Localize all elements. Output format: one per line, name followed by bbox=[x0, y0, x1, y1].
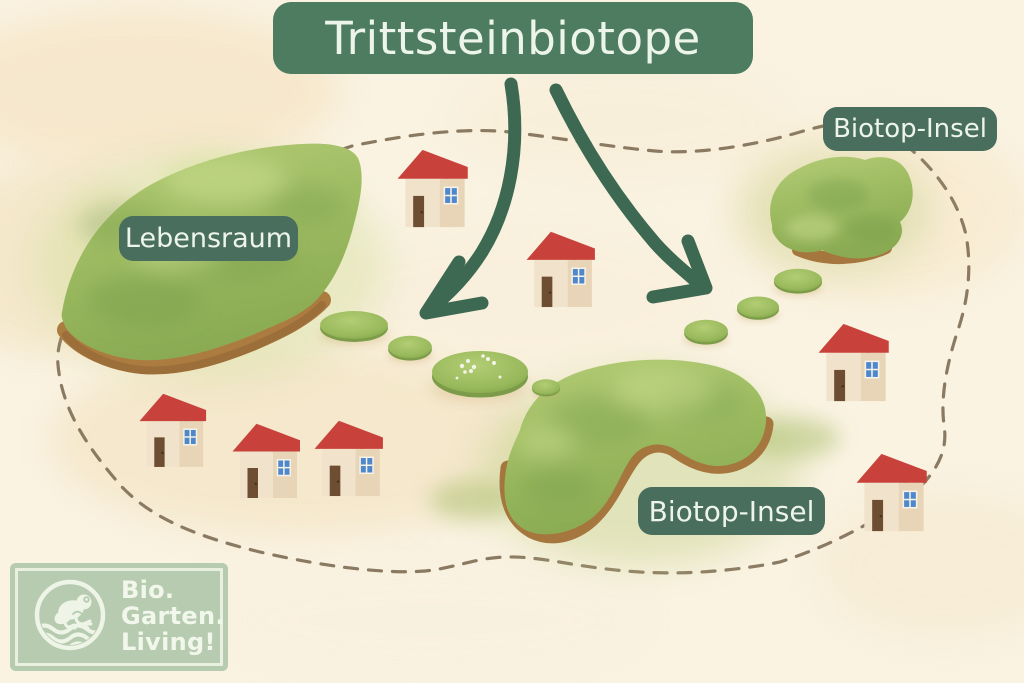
stepping-stone bbox=[774, 269, 822, 295]
logo-text: Bio. Garten. Living! bbox=[121, 576, 225, 656]
stepping-stone bbox=[432, 351, 528, 399]
stepping-stone bbox=[737, 297, 779, 321]
dashed-boundary bbox=[56, 121, 971, 575]
arrowhead-left bbox=[419, 255, 489, 320]
arrowhead-right bbox=[646, 234, 713, 304]
arrow-to-stepping-stones-right bbox=[549, 83, 713, 304]
logo-line: Garten. bbox=[121, 602, 225, 631]
stepping-stone bbox=[320, 311, 388, 343]
label-biotop-insel-top: Biotop-Insel bbox=[823, 107, 997, 151]
arrows bbox=[419, 77, 713, 320]
brand-logo: Bio. Garten. Living! bbox=[10, 563, 228, 671]
frog-water-icon bbox=[32, 577, 108, 657]
stepping-stone bbox=[684, 320, 728, 346]
stone-flowers bbox=[455, 354, 502, 380]
arrow-to-stepping-stones-left bbox=[419, 77, 522, 320]
title-banner: Trittsteinbiotope bbox=[273, 2, 753, 74]
label-biotop-insel-bottom: Biotop-Insel bbox=[638, 487, 825, 535]
label-lebensraum: Lebensraum bbox=[119, 216, 298, 261]
biotope-island-top-right bbox=[743, 152, 933, 272]
stepping-stone bbox=[532, 379, 560, 397]
stepping-stone bbox=[388, 336, 432, 362]
logo-line: Living! bbox=[121, 627, 216, 656]
logo-line: Bio. bbox=[121, 576, 175, 605]
stepping-stones bbox=[320, 269, 822, 399]
